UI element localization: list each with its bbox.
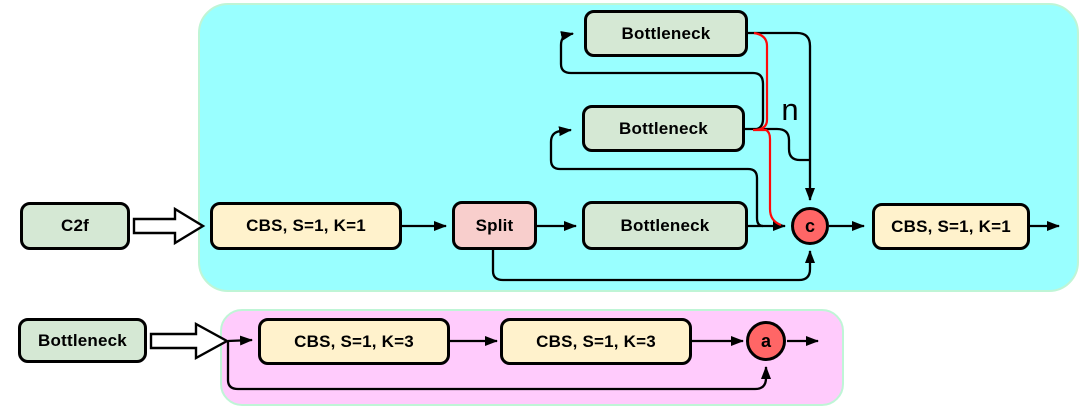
node-cbs-out: CBS, S=1, K=1: [872, 203, 1030, 250]
expand-arrow-c2f: [132, 206, 206, 246]
node-add: a: [746, 321, 786, 361]
expand-arrow-bottleneck: [149, 321, 230, 361]
repeat-count-label: n: [781, 92, 799, 127]
node-bottleneck-2: Bottleneck: [582, 105, 745, 152]
node-bottleneck-source: Bottleneck: [18, 318, 147, 363]
node-bottleneck-3: Bottleneck: [584, 10, 748, 57]
node-c2f: C2f: [20, 202, 130, 250]
node-split: Split: [452, 201, 537, 250]
node-cbs-in: CBS, S=1, K=1: [210, 202, 402, 250]
node-cbs-k3-2: CBS, S=1, K=3: [500, 318, 692, 365]
node-concat: c: [791, 207, 829, 245]
node-cbs-k3-1: CBS, S=1, K=3: [258, 318, 450, 365]
node-bottleneck-1: Bottleneck: [582, 201, 748, 250]
